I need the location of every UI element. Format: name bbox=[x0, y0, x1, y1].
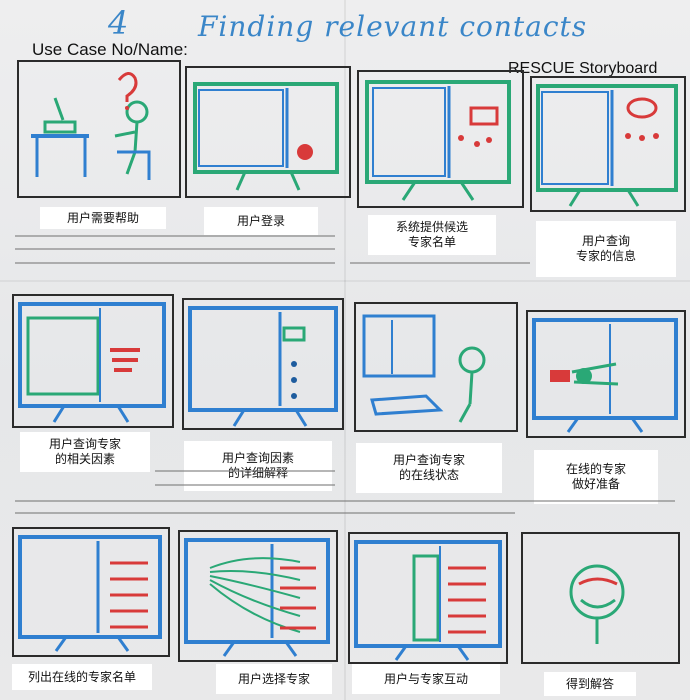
caption-7: 用户查询专家 的在线状态 bbox=[356, 443, 502, 493]
factor-detail-sketch bbox=[188, 306, 338, 427]
expert-ready-sketch bbox=[532, 318, 678, 433]
storyboard-panel-1 bbox=[17, 60, 181, 198]
caption-6: 用户查询因素 的详细解释 bbox=[184, 441, 332, 491]
candidate-list-sketch bbox=[365, 80, 511, 201]
online-expert-list-sketch bbox=[18, 535, 162, 652]
storyboard-panel-12 bbox=[521, 532, 680, 664]
ruled-line bbox=[155, 484, 335, 486]
happy-user-sketch bbox=[569, 564, 625, 644]
caption-5: 用户查询专家 的相关因素 bbox=[20, 432, 150, 472]
storyboard-panel-11 bbox=[348, 532, 508, 664]
storyboard-panel-4 bbox=[530, 76, 686, 212]
ruled-line bbox=[350, 262, 530, 264]
storyboard-label: RESCUE Storyboard bbox=[508, 60, 658, 77]
ruled-line bbox=[155, 470, 335, 472]
use-case-number: 4 bbox=[108, 4, 130, 42]
use-case-label: Use Case No/Name: bbox=[32, 40, 188, 59]
handwritten-title: Finding relevant contacts bbox=[198, 10, 588, 43]
ruled-line bbox=[15, 500, 675, 502]
login-screen-sketch bbox=[193, 82, 339, 191]
caption-9: 列出在线的专家名单 bbox=[12, 664, 152, 690]
interact-with-expert-sketch bbox=[354, 540, 502, 661]
storyboard-panel-5 bbox=[12, 294, 174, 428]
caption-11: 用户与专家互动 bbox=[352, 664, 500, 694]
ruled-line bbox=[15, 262, 335, 264]
ruled-line bbox=[15, 248, 335, 250]
expert-factors-sketch bbox=[18, 302, 166, 423]
storyboard-panel-7 bbox=[354, 302, 518, 432]
ruled-line bbox=[15, 235, 335, 237]
caption-3: 系统提供候选 专家名单 bbox=[368, 215, 496, 255]
caption-8: 在线的专家 做好准备 bbox=[534, 450, 658, 504]
caption-10: 用户选择专家 bbox=[216, 664, 332, 694]
user-needs-help-sketch bbox=[31, 72, 151, 180]
caption-12: 得到解答 bbox=[544, 672, 636, 696]
storyboard-panel-10 bbox=[178, 530, 338, 662]
select-expert-sketch bbox=[184, 538, 330, 657]
paper-fold-vertical bbox=[344, 0, 346, 700]
storyboard-panel-2 bbox=[185, 66, 351, 198]
expert-info-sketch bbox=[536, 84, 678, 207]
paper-fold-horizontal bbox=[0, 280, 690, 282]
storyboard-panel-8 bbox=[526, 310, 686, 438]
caption-1: 用户需要帮助 bbox=[40, 207, 166, 229]
online-status-sketch bbox=[362, 314, 486, 423]
storyboard-panel-6 bbox=[182, 298, 344, 430]
caption-2: 用户登录 bbox=[204, 207, 318, 235]
ruled-line bbox=[15, 512, 515, 514]
storyboard-panel-3 bbox=[357, 70, 524, 208]
caption-4: 用户查询 专家的信息 bbox=[536, 221, 676, 277]
storyboard-panel-9 bbox=[12, 527, 170, 657]
